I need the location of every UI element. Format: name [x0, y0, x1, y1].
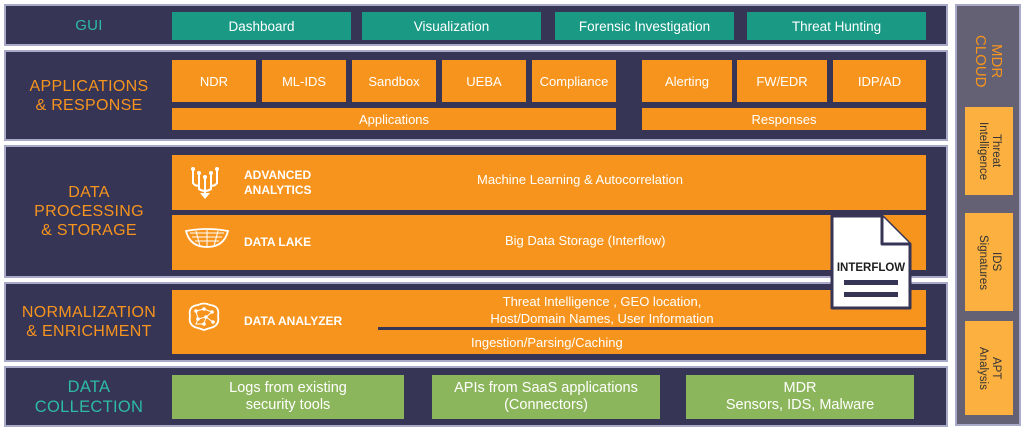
- fw-edr-box: FW/EDR: [737, 60, 827, 102]
- processing-title-line2: PROCESSING: [34, 203, 144, 220]
- mdr-source-box: MDR Sensors, IDS, Malware: [686, 375, 914, 419]
- gui-title-text: GUI: [75, 16, 103, 34]
- compliance-box: Compliance: [532, 60, 616, 102]
- processing-title-line3: & STORAGE: [41, 222, 137, 239]
- gui-layer: GUI Dashboard Visualization Forensic Inv…: [4, 4, 948, 46]
- advanced-analytics-line1: ADVANCED: [244, 168, 312, 182]
- data-analyzer-label: DATA ANALYZER: [244, 314, 343, 328]
- forensic-investigation-button[interactable]: Forensic Investigation: [555, 12, 734, 40]
- ndr-box: NDR: [172, 60, 256, 102]
- ingestion-label: Ingestion/Parsing/Caching: [471, 335, 623, 350]
- threat-hunting-button[interactable]: Threat Hunting: [747, 12, 926, 40]
- applications-title-line1: APPLICATIONS: [29, 77, 149, 95]
- responses-bar: Responses: [642, 108, 926, 130]
- alerting-box: Alerting: [642, 60, 732, 102]
- ids-signatures-label: IDS Signatures: [976, 235, 1002, 290]
- processing-title: DATA PROCESSING & STORAGE: [6, 147, 172, 276]
- processing-layer: DATA PROCESSING & STORAGE ADVANCED: [4, 145, 948, 278]
- collection-title-line1: DATA: [67, 377, 111, 396]
- normalization-title-line1: NORMALIZATION: [21, 304, 157, 321]
- normalization-layer: NORMALIZATION & ENRICHMENT DATA ANALYZER…: [4, 282, 948, 362]
- applications-title: APPLICATIONS & RESPONSE: [6, 52, 172, 139]
- visualization-button[interactable]: Visualization: [362, 12, 541, 40]
- ml-ids-box: ML-IDS: [262, 60, 346, 102]
- data-analyzer-bar: DATA ANALYZER Threat Intelligence , GEO …: [172, 290, 926, 354]
- enrichment-description: Threat Intelligence , GEO location, Host…: [427, 293, 777, 327]
- data-lake-bar: DATA LAKE Big Data Storage (Interflow): [172, 215, 926, 270]
- threat-intelligence-line1: Threat: [990, 134, 1002, 168]
- mdr-cloud-title-text: MDR CLOUD: [972, 34, 1005, 88]
- interflow-label: INTERFLOW: [836, 262, 906, 274]
- logs-source-box: Logs from existing security tools: [172, 375, 404, 419]
- apt-analysis-box: APT Analysis: [965, 321, 1013, 415]
- dashboard-button[interactable]: Dashboard: [172, 12, 351, 40]
- apt-analysis-line1: APT: [990, 356, 1002, 380]
- advanced-analytics-line2: ANALYTICS: [244, 183, 312, 197]
- logs-line1: Logs from existing: [229, 380, 347, 396]
- logs-line2: security tools: [245, 397, 331, 413]
- advanced-analytics-bar: ADVANCED ANALYTICS Machine Learning & Au…: [172, 155, 926, 210]
- applications-title-line2: & RESPONSE: [35, 96, 143, 114]
- sandbox-box: Sandbox: [352, 60, 436, 102]
- applications-layer: APPLICATIONS & RESPONSE NDR ML-IDS Sandb…: [4, 50, 948, 141]
- apt-analysis-label: APT Analysis: [976, 347, 1002, 390]
- threat-intelligence-label: Threat Intelligence: [976, 122, 1002, 180]
- ids-signatures-line1: IDS: [990, 252, 1002, 272]
- advanced-analytics-label: ADVANCED ANALYTICS: [244, 168, 312, 198]
- interflow-document-icon: INTERFLOW: [822, 212, 916, 312]
- analyzer-divider: [378, 327, 926, 330]
- mdr-line1: MDR: [783, 380, 817, 396]
- apt-analysis-line2: Analysis: [977, 346, 989, 390]
- analytics-icon: [191, 167, 219, 199]
- ueba-box: UEBA: [442, 60, 526, 102]
- mdr-cloud-line1: MDR: [988, 43, 1005, 79]
- ids-signatures-box: IDS Signatures: [965, 213, 1013, 311]
- brain-icon: [188, 302, 220, 331]
- apis-source-box: APIs from SaaS applications (Connectors): [432, 375, 660, 419]
- normalization-title: NORMALIZATION & ENRICHMENT: [6, 284, 172, 360]
- document-icon: [830, 214, 912, 310]
- mdr-cloud-title: MDR CLOUD: [957, 28, 1019, 94]
- idp-ad-box: IDP/AD: [833, 60, 926, 102]
- threat-intelligence-line2: Intelligence: [977, 121, 989, 181]
- processing-title-line1: DATA: [68, 184, 110, 201]
- apis-line1: APIs from SaaS applications: [454, 380, 638, 396]
- enrichment-line1: Threat Intelligence , GEO location,: [502, 294, 702, 309]
- threat-intelligence-box: Threat Intelligence: [965, 107, 1013, 195]
- data-lake-icon: [184, 228, 230, 248]
- collection-title-line2: COLLECTION: [34, 397, 144, 416]
- data-lake-description: Big Data Storage (Interflow): [505, 233, 666, 248]
- analytics-description: Machine Learning & Autocorrelation: [477, 172, 683, 187]
- ids-signatures-line2: Signatures: [977, 234, 989, 290]
- apis-line2: (Connectors): [504, 397, 588, 413]
- mdr-line2: Sensors, IDS, Malware: [725, 397, 875, 413]
- applications-bar: Applications: [172, 108, 616, 130]
- gui-title: GUI: [6, 6, 172, 44]
- data-lake-label: DATA LAKE: [244, 235, 312, 249]
- enrichment-line2: Host/Domain Names, User Information: [490, 311, 714, 326]
- mdr-cloud-panel: MDR CLOUD Threat Intelligence IDS Signat…: [955, 4, 1021, 426]
- mdr-cloud-line2: CLOUD: [972, 34, 989, 88]
- normalization-title-line2: & ENRICHMENT: [26, 323, 152, 340]
- collection-title: DATA COLLECTION: [6, 368, 172, 425]
